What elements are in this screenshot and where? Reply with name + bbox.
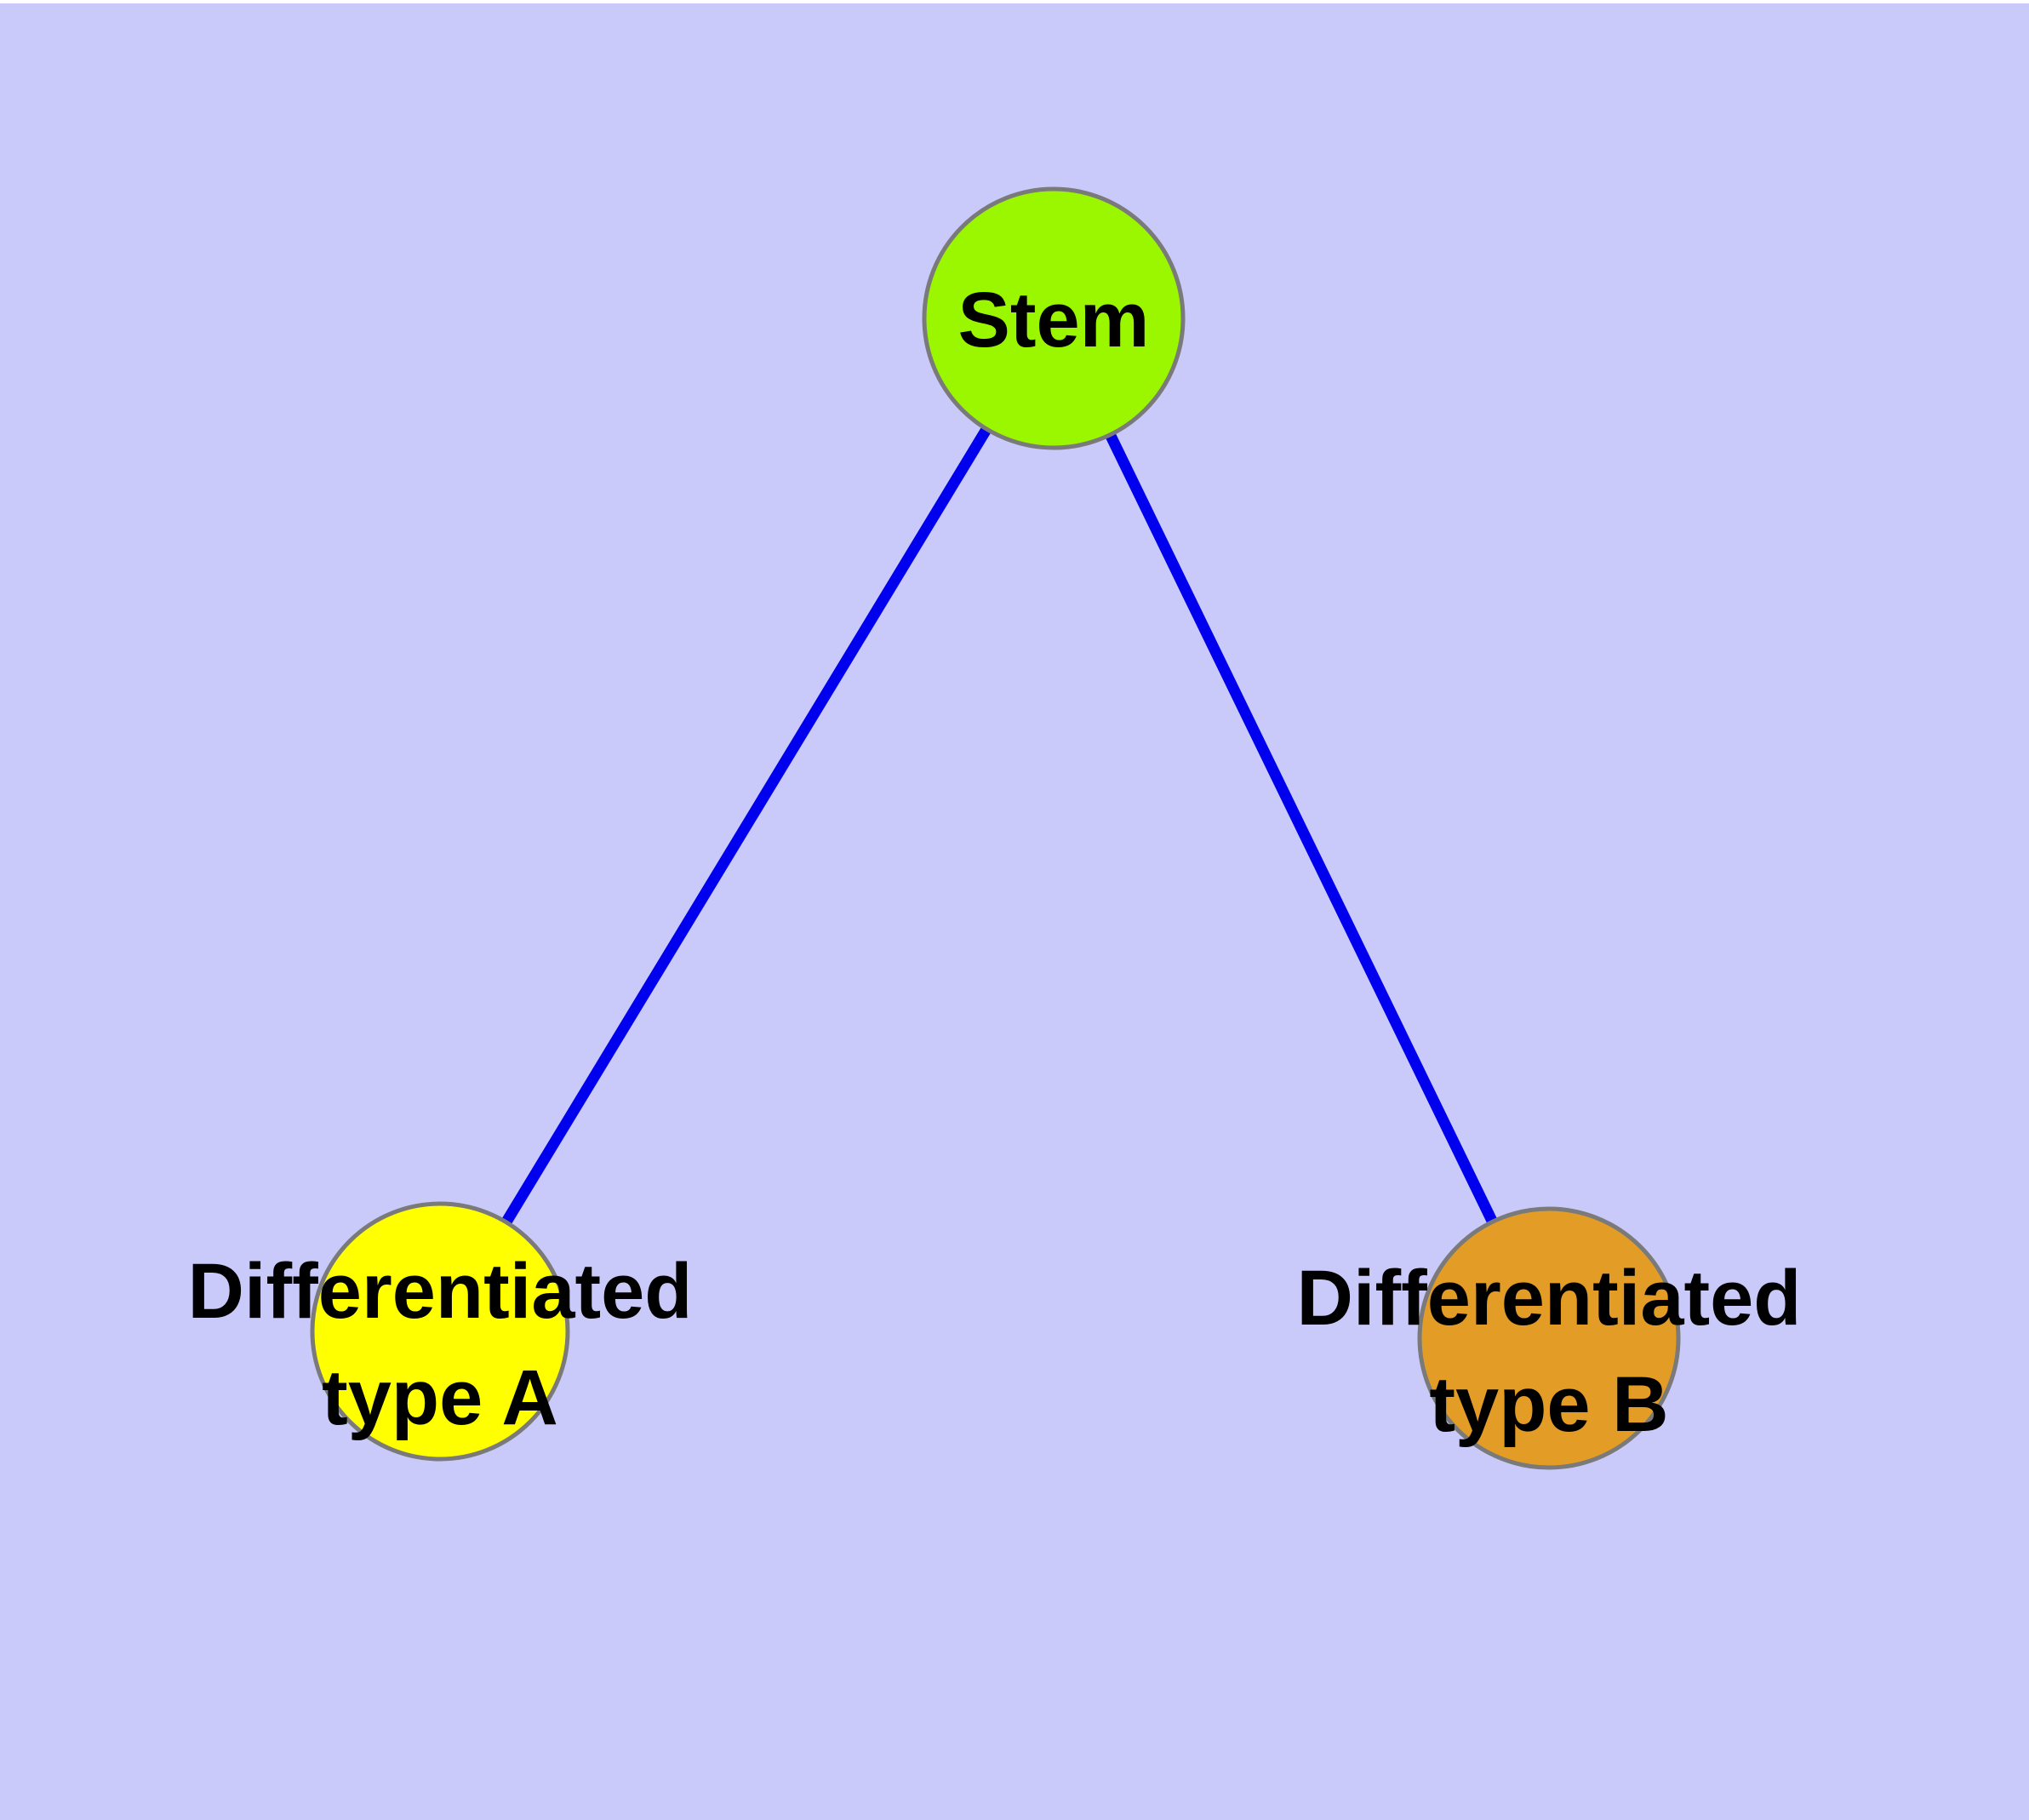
node-type-a-label-line1: Differentiated	[188, 1248, 693, 1335]
node-differentiated-type-b[interactable]	[1417, 1206, 1681, 1470]
node-differentiated-type-a[interactable]	[310, 1201, 570, 1462]
edge-stem-to-type-a	[435, 315, 1059, 1335]
node-type-b-label-line2: type B	[1429, 1361, 1668, 1448]
edge-stem-to-type-b	[1049, 316, 1554, 1341]
node-type-a-label-line2: type A	[322, 1354, 558, 1441]
node-type-b-label-line1: Differentiated	[1297, 1255, 1802, 1342]
node-stem[interactable]	[922, 186, 1186, 450]
node-stem-label: Stem	[958, 277, 1150, 363]
